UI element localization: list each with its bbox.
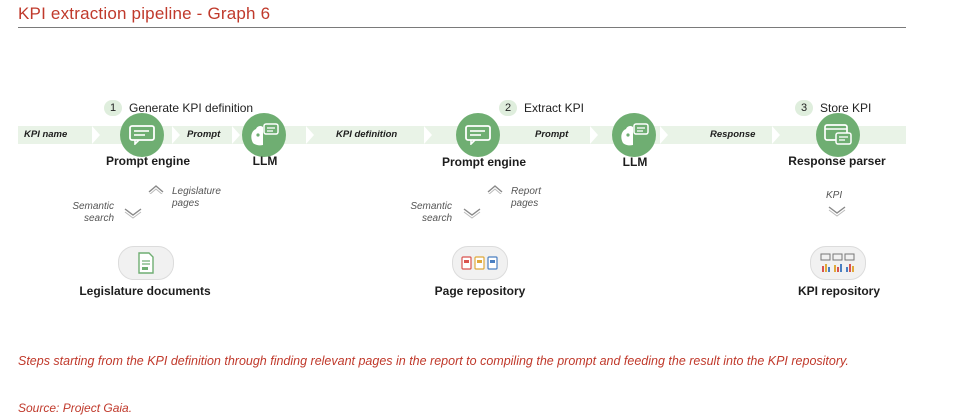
brain-chat-icon xyxy=(612,113,656,157)
figure-source: Source: Project Gaia. xyxy=(18,401,133,415)
node-label-llm-1: LLM xyxy=(252,154,278,168)
step-1-number: 1 xyxy=(104,100,122,116)
step-2-header: 2 Extract KPI xyxy=(499,100,584,116)
flow-chevron xyxy=(660,126,668,144)
connector-text: Legislature pages xyxy=(172,186,221,209)
flow-chevron xyxy=(172,126,180,144)
flow-chevron xyxy=(424,126,432,144)
flow-chevron xyxy=(590,126,598,144)
chat-lines-icon xyxy=(120,113,164,157)
chevron-down-icon xyxy=(124,208,142,219)
connector-text: Report pages xyxy=(511,186,542,209)
node-label-prompt-engine-2: Prompt engine xyxy=(441,155,526,169)
repository-label-kpi-repository: KPI repository xyxy=(797,284,881,298)
connector-label-report-pages: Report pages xyxy=(511,186,541,210)
flow-label-prompt-2: Prompt xyxy=(535,129,569,140)
title-divider xyxy=(18,27,906,28)
node-label-llm-2: LLM xyxy=(622,155,648,169)
step-3-number: 3 xyxy=(795,100,813,116)
step-1-header: 1 Generate KPI definition xyxy=(104,100,253,116)
flow-chevron xyxy=(232,126,240,144)
connector-label-semantic-search-2: Semantic search xyxy=(382,201,452,225)
step-1-label: Generate KPI definition xyxy=(129,101,254,115)
connector-label-semantic-search-1: Semantic search xyxy=(44,201,114,225)
flow-label-response: Response xyxy=(710,129,756,140)
figure-caption: Steps starting from the KPI definition t… xyxy=(18,354,849,368)
step-2-number: 2 xyxy=(499,100,517,116)
connector-label-legislature-pages: Legislature pages xyxy=(172,186,221,210)
page-title: KPI extraction pipeline - Graph 6 xyxy=(18,4,271,23)
repository-label-legislature-documents: Legislature documents xyxy=(79,284,211,298)
step-3-label: Store KPI xyxy=(820,101,872,115)
chevron-down-icon xyxy=(463,208,481,219)
connector-text: Semantic search xyxy=(72,201,114,224)
flow-label-kpi-definition: KPI definition xyxy=(336,129,398,140)
flow-chevron xyxy=(92,126,100,144)
window-chat-icon xyxy=(816,113,860,157)
flow-chevron xyxy=(306,126,314,144)
flow-chevron xyxy=(772,126,780,144)
pages-icon xyxy=(452,246,508,280)
node-label-response-parser: Response parser xyxy=(788,154,886,168)
chat-lines-icon xyxy=(456,113,500,157)
chevron-up-icon xyxy=(148,185,164,194)
document-icon xyxy=(118,246,174,280)
node-label-prompt-engine-1: Prompt engine xyxy=(105,154,190,168)
flow-label-prompt-1: Prompt xyxy=(187,129,221,140)
connector-label-kpi: KPI xyxy=(826,190,843,201)
repository-label-page-repository: Page repository xyxy=(434,284,526,298)
chevron-up-icon xyxy=(487,185,503,194)
brain-chat-icon xyxy=(242,113,286,157)
chevron-down-icon xyxy=(828,206,846,217)
connector-text: Semantic search xyxy=(410,201,452,224)
flow-label-kpi-name: KPI name xyxy=(24,129,68,140)
step-3-header: 3 Store KPI xyxy=(795,100,871,116)
charts-icon xyxy=(810,246,866,280)
step-2-label: Extract KPI xyxy=(524,101,585,115)
